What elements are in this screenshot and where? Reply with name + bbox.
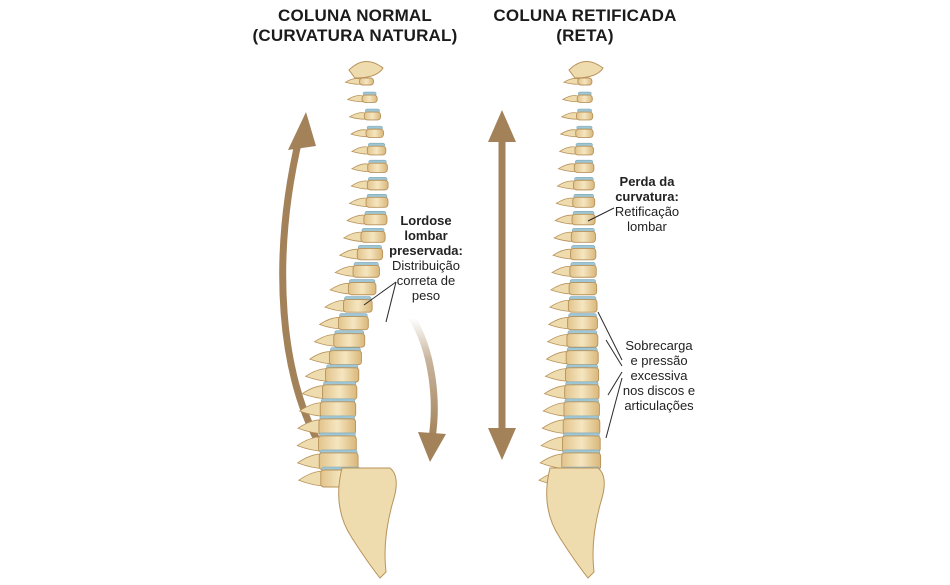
right-title-line-1: COLUNA RETIFICADA (493, 6, 677, 25)
lordosis-label-text-3: peso (411, 288, 441, 303)
curvature-loss-label: Perda da curvatura: Retificação lombar (606, 174, 688, 234)
vertebral-body (565, 350, 599, 366)
vertebral-body (333, 333, 366, 348)
lordosis-label-bold-1: Lordose (400, 213, 452, 228)
curvature-loss-bold-2: curvatura: (615, 189, 679, 204)
vertebral-body (347, 282, 377, 296)
lordosis-label-bold-3: preservada: (389, 243, 463, 258)
vertebral-body (319, 401, 357, 418)
vertebral-body (577, 77, 593, 86)
vertebral-body (328, 350, 362, 366)
vertebral-body (356, 247, 384, 261)
vertebral-body (365, 196, 389, 208)
sacrum-coccyx (338, 467, 397, 579)
vertebral-body (566, 333, 599, 348)
vertebral-body (338, 316, 369, 331)
vertebral-body (366, 179, 389, 191)
vertebral-body (367, 162, 388, 173)
left-curved-up-arrow (279, 112, 327, 454)
vertebral-body (574, 145, 594, 156)
vertebral-body (360, 230, 386, 243)
vertebral-body (573, 162, 595, 173)
vertebral-body (570, 247, 597, 261)
sacrum-coccyx (546, 467, 605, 579)
overload-text-1: Sobrecarga (625, 338, 693, 353)
overload-label: Sobrecarga e pressão excessiva nos disco… (617, 338, 701, 413)
vertebral-body (572, 196, 596, 208)
straightened-spine (538, 61, 605, 579)
right-vertical-double-arrow (488, 110, 516, 460)
overload-text-3: excessiva (630, 368, 688, 383)
vertebral-body (318, 435, 357, 453)
vertebral-body (562, 435, 601, 453)
vertebral-body (363, 213, 388, 226)
vertebral-body (562, 418, 601, 436)
vertebral-body (322, 384, 358, 401)
vertebral-body (325, 367, 360, 383)
right-title-line-2: (RETA) (556, 26, 614, 45)
curvature-loss-bold-1: Perda da (619, 174, 675, 189)
vertebral-body (570, 230, 596, 243)
left-title: COLUNA NORMAL (CURVATURA NATURAL) (250, 6, 460, 46)
vertebral-body (366, 145, 387, 156)
left-title-line-1: COLUNA NORMAL (277, 6, 432, 25)
atlas-vertebra (348, 61, 384, 79)
vertebral-body (564, 367, 600, 383)
vertebral-body (343, 299, 373, 313)
overload-text-5: articulações (624, 398, 694, 413)
vertebral-body (576, 94, 593, 103)
curvature-loss-text-1: Retificação (614, 204, 680, 219)
vertebral-body (571, 213, 596, 226)
lordosis-label-text-1: Distribuição (392, 258, 460, 273)
lordosis-label-bold-2: lombar (404, 228, 448, 243)
vertebral-body (567, 299, 598, 313)
left-leader-lines (363, 281, 397, 323)
left-down-arrow (408, 314, 446, 462)
lordosis-label-text-2: correta de (396, 273, 456, 288)
vertebral-body (361, 94, 378, 103)
vertebral-body (363, 111, 382, 121)
vertebral-body (365, 128, 384, 138)
vertebral-body (575, 111, 594, 121)
atlas-vertebra (568, 61, 604, 79)
overload-text-4: nos discos e (622, 383, 696, 398)
normal-spine (296, 61, 397, 579)
vertebral-body (575, 128, 594, 138)
vertebral-body (567, 316, 598, 331)
curvature-loss-text-2: lombar (627, 219, 667, 234)
vertebral-body (318, 418, 356, 436)
vertebral-body (359, 77, 374, 86)
right-leader-lines (587, 207, 623, 439)
right-title: COLUNA RETIFICADA (RETA) (480, 6, 690, 46)
overload-text-2: e pressão (630, 353, 688, 368)
lordosis-label: Lordose lombar preservada: Distribuição … (384, 213, 468, 303)
vertebral-body (352, 265, 380, 278)
vertebral-body (564, 384, 600, 401)
vertebral-body (563, 401, 600, 418)
vertebral-body (568, 282, 598, 296)
vertebral-body (569, 265, 597, 278)
left-title-line-2: (CURVATURA NATURAL) (252, 26, 458, 45)
vertebral-body (573, 179, 595, 191)
